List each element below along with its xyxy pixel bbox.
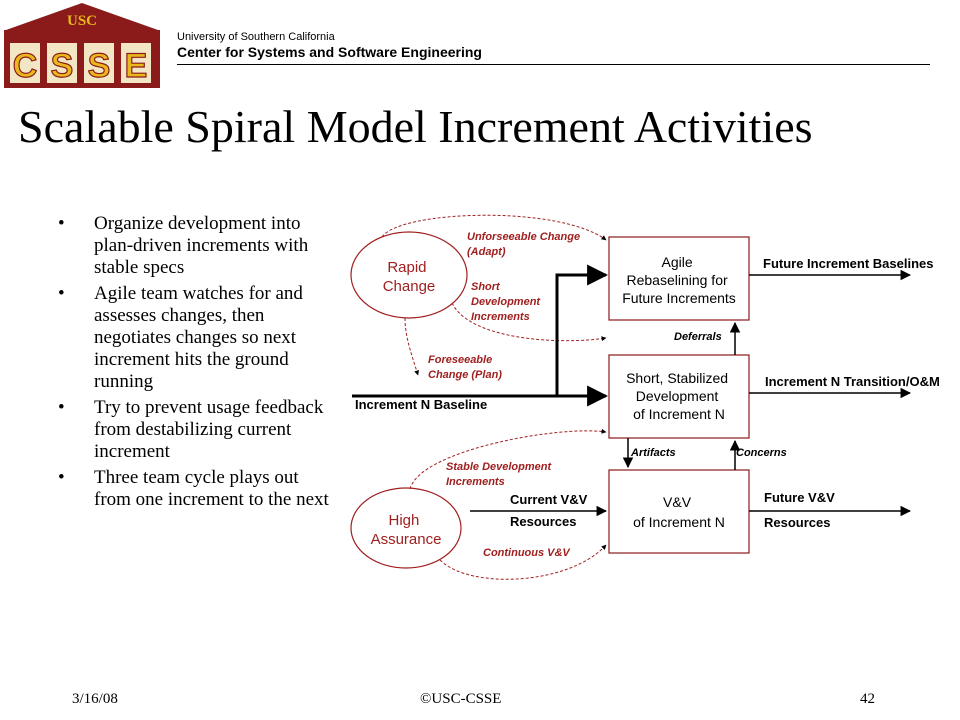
agile-rebaselining-box bbox=[608, 236, 750, 321]
university-name: University of Southern California bbox=[177, 31, 335, 43]
bullet-dot-icon: • bbox=[58, 397, 65, 418]
bullet-text: Try to prevent usage feedback from desta… bbox=[94, 397, 324, 462]
logo-letter-s2: S bbox=[88, 47, 111, 85]
vv-box bbox=[608, 469, 750, 554]
slide-title: Scalable Spiral Model Increment Activiti… bbox=[18, 101, 813, 152]
transition-label: Increment N Transition/O&M bbox=[765, 374, 940, 389]
center-name: Center for Systems and Software Engineer… bbox=[177, 44, 482, 60]
stable-dev-increments-arrow bbox=[409, 428, 607, 490]
bullet-dot-icon: • bbox=[58, 283, 65, 304]
bullet-dot-icon: • bbox=[58, 213, 65, 234]
footer-date: 3/16/08 bbox=[72, 691, 118, 707]
high-assurance-line1: High bbox=[388, 512, 419, 529]
unforeseeable-label-line1: Unforseeable Change bbox=[467, 231, 580, 243]
short-dev-label-line3: Increments bbox=[471, 311, 530, 323]
logo-letter-c: C bbox=[13, 47, 38, 85]
artifacts-label: Artifacts bbox=[630, 447, 676, 459]
bullet-list: • Organize development into plan-driven i… bbox=[58, 213, 333, 515]
baseline-to-agile-arrow bbox=[555, 264, 609, 396]
short-dev-label-line2: Development bbox=[471, 296, 541, 308]
concerns-label: Concerns bbox=[736, 447, 787, 459]
bullet-dot-icon: • bbox=[58, 467, 65, 488]
logo-letter-s1: S bbox=[51, 47, 74, 85]
bullet-text: Organize development into plan-driven in… bbox=[94, 213, 309, 278]
foreseeable-label-line1: Foreseeable bbox=[428, 354, 492, 366]
svg-text:High Assurance: High Assurance bbox=[371, 512, 442, 548]
dev-box-line1: Short, Stabilized bbox=[626, 370, 728, 386]
future-vv-label-line2: Resources bbox=[764, 515, 830, 530]
svg-text:Rapid Change: Rapid Change bbox=[383, 259, 436, 295]
stable-dev-label-line2: Increments bbox=[446, 476, 505, 488]
continuous-vv-arrow bbox=[439, 544, 607, 580]
future-baselines-label: Future Increment Baselines bbox=[763, 256, 934, 271]
bullet-item: • Agile team watches for and assesses cha… bbox=[58, 283, 333, 393]
vv-box-line2: of Increment N bbox=[633, 514, 725, 530]
future-vv-label-line1: Future V&V bbox=[764, 490, 835, 505]
bullet-item: • Organize development into plan-driven i… bbox=[58, 213, 333, 279]
dev-box-line3: of Increment N bbox=[633, 406, 725, 422]
rapid-change-line2: Change bbox=[383, 278, 436, 295]
logo-usc-text: USC bbox=[67, 13, 97, 29]
unforeseeable-change-arrow bbox=[381, 214, 607, 241]
current-vv-label-line2: Resources bbox=[510, 514, 576, 529]
footer-page-number: 42 bbox=[860, 691, 875, 707]
svg-text:Unforseeable Change(Adapt): Unforseeable Change (Adapt) bbox=[467, 231, 580, 258]
short-stabilized-dev-box bbox=[608, 354, 750, 439]
agile-box-line2: Rebaselining for bbox=[626, 272, 728, 288]
foreseeable-label-line2: Change (Plan) bbox=[428, 369, 502, 381]
increment-baseline-label: Increment N Baseline bbox=[355, 397, 487, 412]
bullet-text: Agile team watches for and assesses chan… bbox=[94, 283, 303, 392]
header-rule bbox=[177, 64, 930, 65]
svg-text:V&V of Increment N: V&V of Increment N bbox=[633, 494, 725, 530]
usc-csse-logo: USC C S S E bbox=[4, 3, 160, 88]
agile-box-line1: Agile bbox=[661, 254, 692, 270]
rapid-change-ellipse bbox=[350, 231, 468, 319]
unforeseeable-label-line2: (Adapt) bbox=[467, 246, 506, 258]
footer-copyright: ©USC-CSSE bbox=[420, 691, 502, 707]
short-dev-label-line1: Short bbox=[471, 281, 501, 293]
current-vv-label-line1: Current V&V bbox=[510, 492, 588, 507]
agile-box-line3: Future Increments bbox=[622, 290, 736, 306]
vv-box-line1: V&V bbox=[663, 494, 692, 510]
svg-text:Short, Stabilized Developm: Short, Stabilized Development of Increme… bbox=[626, 370, 732, 422]
deferrals-label: Deferrals bbox=[674, 331, 722, 343]
high-assurance-line2: Assurance bbox=[371, 531, 442, 548]
logo-letter-e: E bbox=[125, 47, 148, 85]
bullet-item: • Three team cycle plays out from one inc… bbox=[58, 467, 333, 511]
continuous-vv-label: Continuous V&V bbox=[483, 547, 571, 559]
bullet-text: Three team cycle plays out from one incr… bbox=[94, 467, 329, 510]
dev-box-line2: Development bbox=[636, 388, 719, 404]
foreseeable-change-arrow bbox=[404, 317, 420, 376]
stable-dev-label-line1: Stable Development bbox=[446, 461, 552, 473]
bullet-item: • Try to prevent usage feedback from dest… bbox=[58, 397, 333, 463]
rapid-change-line1: Rapid bbox=[387, 259, 426, 276]
short-dev-increments-arrow bbox=[451, 302, 607, 342]
high-assurance-ellipse bbox=[350, 487, 462, 569]
svg-text:Agile Rebaselining for: Agile Rebaselining for Future Increments bbox=[622, 254, 736, 306]
